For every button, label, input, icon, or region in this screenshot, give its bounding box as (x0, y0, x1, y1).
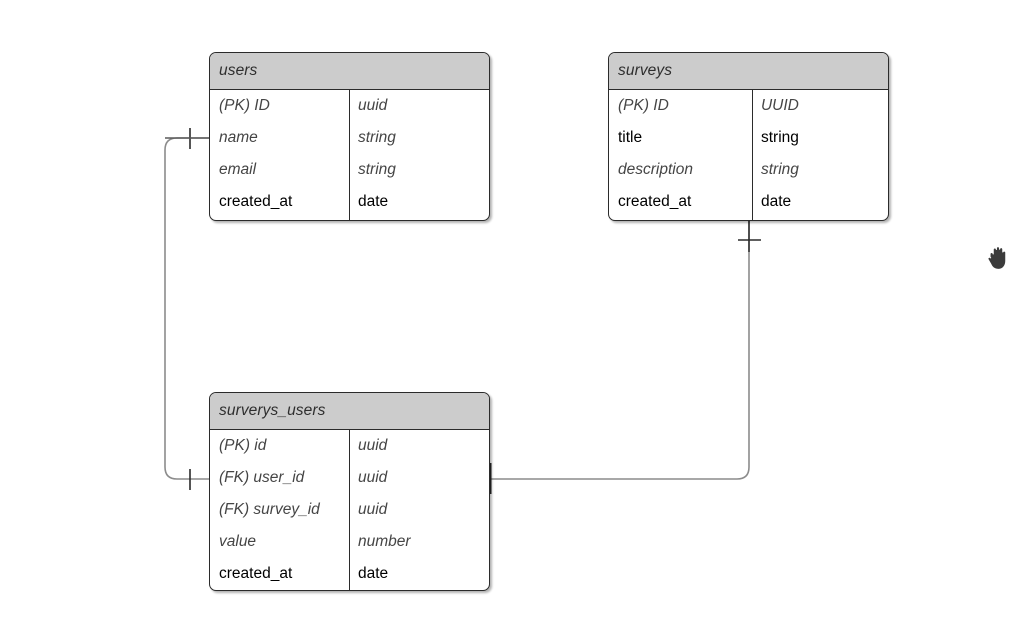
field-name: value (219, 534, 257, 550)
entity-header-users: users (210, 53, 489, 90)
field-name: email (219, 162, 257, 178)
column-divider (349, 430, 350, 590)
entity-body-surverys-users: (PK) id uuid (FK) user_id uuid (FK) surv… (210, 430, 489, 590)
entity-title-surverys-users: surverys_users (219, 402, 326, 419)
field-name: (PK) id (219, 438, 267, 454)
field-name: title (618, 130, 643, 146)
field-type: string (760, 130, 799, 146)
entity-table-surveys[interactable]: surveys (PK) ID UUID title string descri… (608, 52, 889, 221)
entity-header-surveys: surveys (609, 53, 888, 90)
field-type: uuid (358, 438, 388, 454)
field-name: description (618, 162, 693, 178)
grab-hand-cursor (987, 246, 1007, 270)
field-type: date (760, 194, 792, 210)
field-type: string (358, 162, 396, 178)
entity-header-surverys-users: surverys_users (210, 393, 489, 430)
field-name: (PK) ID (219, 98, 270, 114)
table-row[interactable]: (PK) ID UUID (609, 90, 888, 122)
field-type: string (760, 162, 799, 178)
table-row[interactable]: email string (210, 154, 489, 186)
column-divider (349, 90, 350, 220)
field-type: uuid (358, 98, 388, 114)
field-type: date (358, 194, 389, 210)
column-divider (752, 90, 753, 220)
table-row[interactable]: created_at date (210, 558, 489, 590)
entity-body-users: (PK) ID uuid name string email string cr… (210, 90, 489, 220)
table-row[interactable]: description string (609, 154, 888, 186)
table-row[interactable]: (FK) user_id uuid (210, 462, 489, 494)
entity-body-surveys: (PK) ID UUID title string description st… (609, 90, 888, 220)
table-row[interactable]: (PK) ID uuid (210, 90, 489, 122)
field-name: created_at (618, 194, 692, 210)
entity-table-users[interactable]: users (PK) ID uuid name string email str… (209, 52, 490, 221)
field-name: (FK) survey_id (219, 502, 320, 518)
field-name: created_at (219, 566, 293, 582)
table-row[interactable]: name string (210, 122, 489, 154)
entity-title-surveys: surveys (618, 62, 673, 79)
field-name: created_at (219, 194, 293, 210)
table-row[interactable]: value number (210, 526, 489, 558)
table-row[interactable]: (PK) id uuid (210, 430, 489, 462)
relationship-users-to-surverys-users[interactable] (164, 137, 209, 480)
entity-title-users: users (219, 62, 258, 79)
entity-table-surverys-users[interactable]: surverys_users (PK) id uuid (FK) user_id… (209, 392, 490, 591)
field-type: string (358, 130, 396, 146)
field-name: name (219, 130, 258, 146)
field-name: (PK) ID (618, 98, 669, 114)
relationship-surveys-to-surverys-users[interactable] (490, 221, 750, 480)
field-type: uuid (358, 502, 388, 518)
field-type: uuid (358, 470, 388, 486)
field-type: UUID (760, 98, 799, 114)
field-type: number (358, 534, 411, 550)
field-name: (FK) user_id (219, 470, 305, 486)
field-type: date (358, 566, 389, 582)
table-row[interactable]: (FK) survey_id uuid (210, 494, 489, 526)
table-row[interactable]: title string (609, 122, 888, 154)
table-row[interactable]: created_at date (609, 186, 888, 218)
table-row[interactable]: created_at date (210, 186, 489, 218)
